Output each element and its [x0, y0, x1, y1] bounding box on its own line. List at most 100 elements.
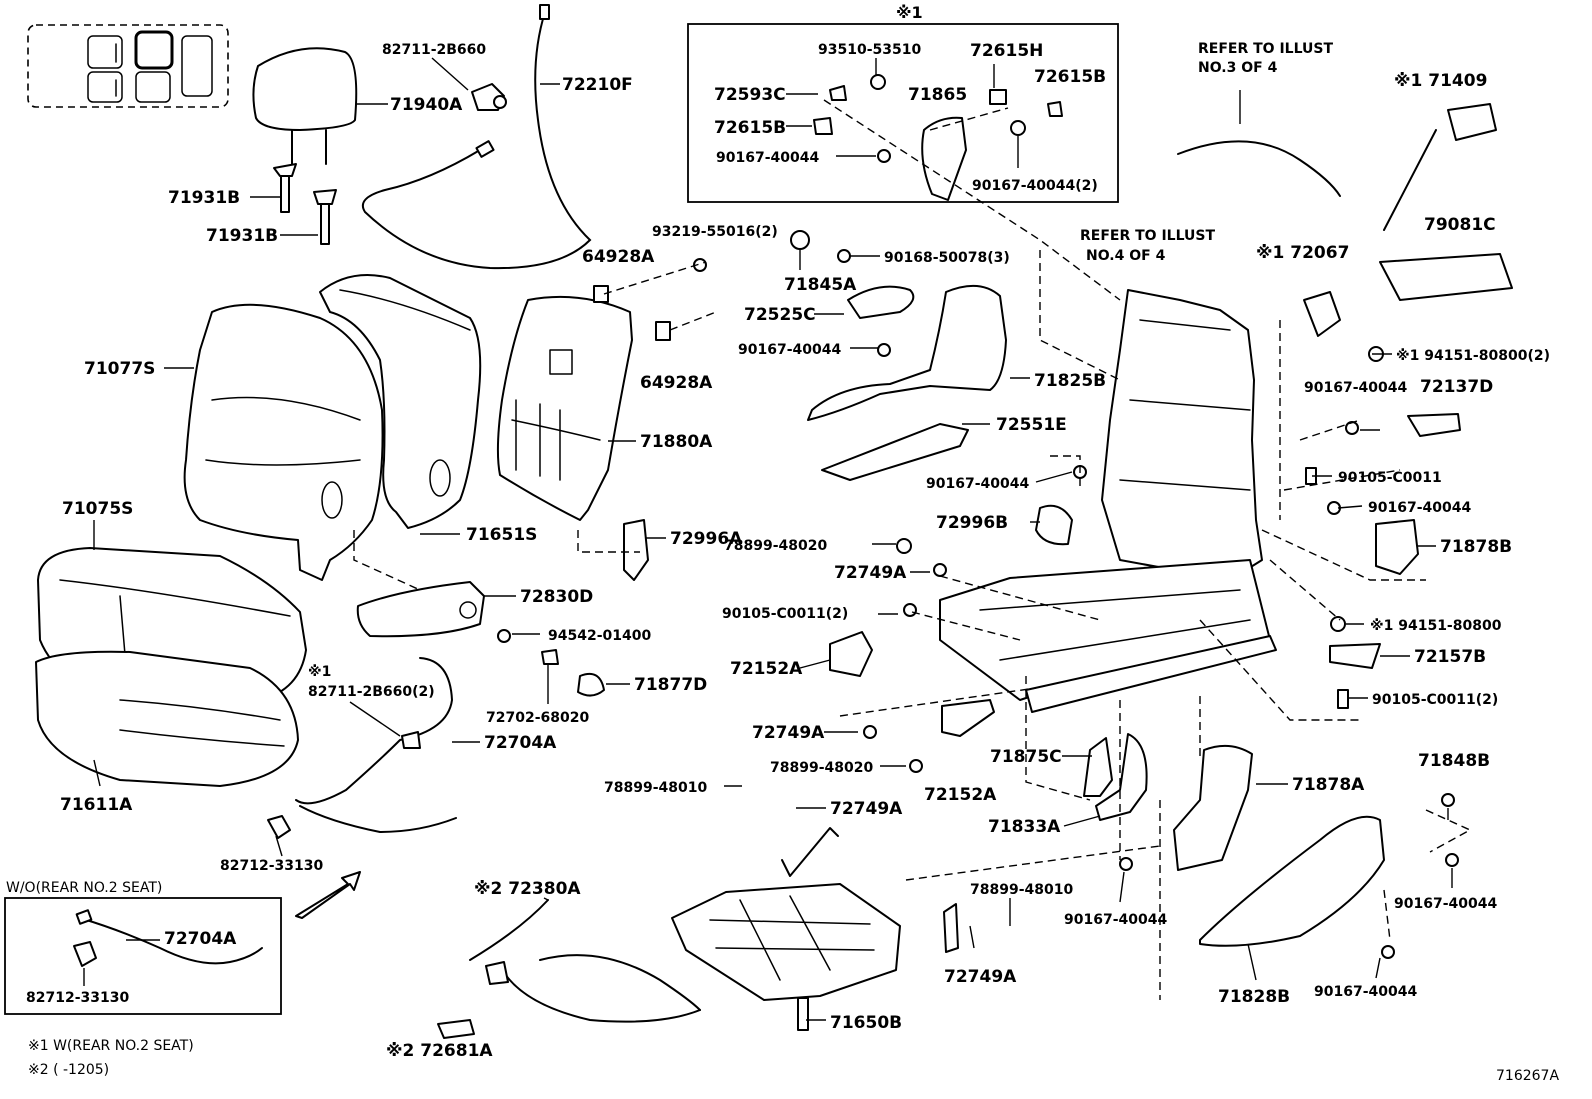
cushion-frame	[671, 827, 959, 1031]
cable-72210f	[361, 4, 592, 270]
part-label: 71878B	[1440, 537, 1512, 557]
dashed-lines	[353, 99, 1472, 1000]
part-label: 72749A	[944, 967, 1017, 987]
leader-lines	[93, 57, 1453, 1021]
lever-72525c	[790, 230, 915, 357]
part-label: ※2 72380A	[474, 879, 581, 899]
part-label: 72615B	[714, 118, 786, 138]
part-label: 72749A	[752, 723, 825, 743]
part-label: ※1 94151-80800(2)	[1396, 348, 1550, 364]
cable-72704a	[267, 657, 457, 839]
part-label: ※1 71409	[1394, 71, 1487, 91]
seat-cushion-pad-71611a	[35, 650, 299, 787]
part-label: 71931B	[168, 188, 240, 208]
part-label: 82712-33130	[220, 858, 323, 874]
part-label: 72152A	[730, 659, 803, 679]
part-label: 78899-48010	[970, 882, 1073, 898]
part-label: 71077S	[84, 359, 155, 379]
refer-note-3-line2: NO.3 OF 4	[1198, 60, 1278, 76]
part-label: 90105-C0011(2)	[1372, 692, 1498, 708]
side-trim-72551e	[821, 423, 969, 481]
part-label: 90105-C0011(2)	[722, 606, 848, 622]
part-label: 71825B	[1034, 371, 1106, 391]
part-label: 71611A	[60, 795, 133, 815]
part-label: 90167-40044	[1368, 500, 1471, 516]
part-label: ※2 72681A	[386, 1041, 493, 1061]
part-label: 72551E	[996, 415, 1067, 435]
part-label: 90167-40044(2)	[972, 178, 1098, 194]
refer-note-3-line1: REFER TO ILLUST	[1198, 41, 1333, 57]
part-label: 71075S	[62, 499, 133, 519]
part-label: 71880A	[640, 432, 713, 452]
part-label: 72152A	[924, 785, 997, 805]
subassembly-marker: ※1	[896, 3, 923, 22]
part-label: 90167-40044	[1304, 380, 1407, 396]
part-label: 78899-48010	[604, 780, 707, 796]
part-label: 64928A	[582, 247, 655, 267]
part-label: 72996B	[936, 513, 1008, 533]
part-label: 72525C	[744, 305, 816, 325]
part-label: 90167-40044	[926, 476, 1029, 492]
part-label: 71875C	[990, 747, 1062, 767]
part-label: 90168-50078(3)	[884, 250, 1010, 266]
part-label: 71848B	[1418, 751, 1490, 771]
cable-71409	[1177, 103, 1497, 337]
part-label: ※1 72067	[1256, 243, 1349, 263]
part-label: 72830D	[520, 587, 593, 607]
inset-title: W/O(REAR NO.2 SEAT)	[6, 880, 162, 896]
part-label: 71828B	[1218, 987, 1290, 1007]
part-label: 71865	[908, 85, 967, 105]
part-label: 71650B	[830, 1013, 902, 1033]
right-small-parts	[1119, 346, 1461, 959]
part-label: 71877D	[634, 675, 707, 695]
seat-position-icon	[27, 24, 229, 108]
part-label: 90167-40044	[716, 150, 819, 166]
part-label: 71931B	[206, 226, 278, 246]
part-label: 72704A	[484, 733, 557, 753]
seatback-rear-cover-71651s	[319, 274, 482, 529]
part-label: 71845A	[784, 275, 857, 295]
part-label: 90167-40044	[1064, 912, 1167, 928]
part-label: 72615B	[1034, 67, 1106, 87]
cable-72380a	[437, 899, 701, 1039]
part-label: 71833A	[988, 817, 1061, 837]
pad-79081c	[1379, 253, 1513, 301]
seat-frame	[939, 289, 1277, 713]
part-label: 90167-40044	[1314, 984, 1417, 1000]
part-label: 72210F	[562, 75, 633, 95]
arrow-to-inset	[295, 871, 361, 919]
refer-note-4-line2: NO.4 OF 4	[1086, 248, 1166, 264]
part-label: 90167-40044	[1394, 896, 1497, 912]
inset-without-rear-no2-seat: W/O(REAR NO.2 SEAT) 72704A 82712-33130	[4, 880, 282, 1015]
seatback-board-71880a	[496, 295, 633, 521]
footnote-1: ※1 W(REAR NO.2 SEAT)	[28, 1038, 194, 1054]
part-label: ※1 94151-80800	[1370, 618, 1502, 634]
part-label: 90105-C0011	[1338, 470, 1442, 486]
part-label: 90167-40044	[738, 342, 841, 358]
connector-82711	[471, 83, 507, 111]
part-label: 82711-2B660	[382, 42, 486, 58]
part-label: 72157B	[1414, 647, 1486, 667]
part-label: 79081C	[1424, 215, 1496, 235]
side-cover-71825b	[807, 285, 1007, 421]
armrest-72830d	[356, 581, 485, 638]
refer-note-4-line1: REFER TO ILLUST	[1080, 228, 1215, 244]
part-label: 94542-01400	[548, 628, 651, 644]
inset-label: 82712-33130	[26, 990, 129, 1006]
part-labels: 82711-2B660 71940A 72210F 71931B 71931B …	[60, 41, 1550, 1061]
part-label: 72996A	[670, 529, 743, 549]
part-label: 72749A	[830, 799, 903, 819]
part-label: 82711-2B660(2)	[308, 684, 435, 700]
part-label: 72593C	[714, 85, 786, 105]
part-label: 72702-68020	[486, 710, 589, 726]
part-label: 71940A	[390, 95, 463, 115]
subassembly-box	[687, 23, 1119, 203]
part-label: 93219-55016(2)	[652, 224, 778, 240]
clips-64928a	[593, 258, 707, 341]
inset-label: 72704A	[164, 929, 237, 949]
part-label: 78899-48020	[724, 538, 827, 554]
subassembly-parts	[813, 74, 1063, 201]
figure-code: 716267A	[1496, 1068, 1559, 1084]
part-label: 72137D	[1420, 377, 1493, 397]
